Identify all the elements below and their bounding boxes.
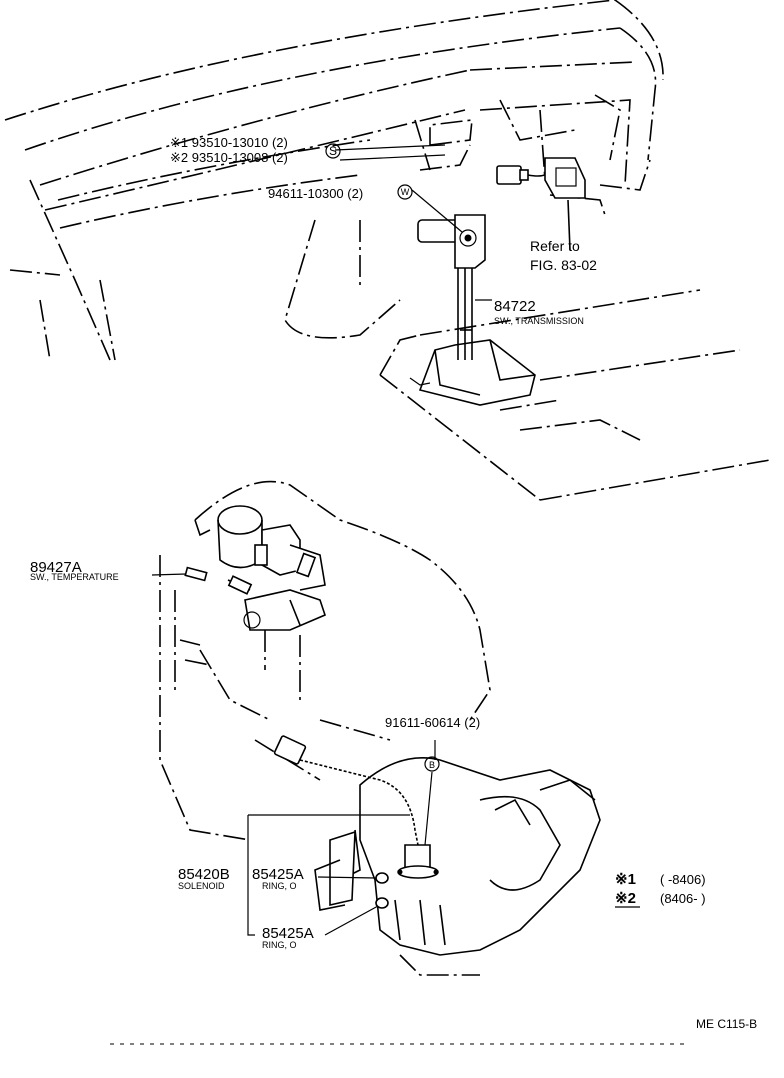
transmission-switch-drawing [417, 214, 486, 360]
legend-mark-1: ※1 [615, 871, 636, 888]
temp-switch-desc: SW., TEMPERATURE [30, 572, 119, 582]
trans-switch-part: 84722 [494, 298, 536, 315]
bolt-part: 91611-60614 (2) [385, 715, 480, 730]
legend-mark-2: ※2 [615, 890, 636, 907]
o-ring-a-desc: RING, O [262, 881, 297, 891]
temp-switch-part: 89427A [30, 559, 82, 576]
center-console [379, 289, 771, 501]
solenoid-part: 85420B [178, 866, 230, 883]
screw-part-1: ※1 93510-13010 (2) [170, 135, 288, 150]
screw-part-2: ※2 93510-13008 (2) [170, 150, 288, 165]
o-ring-a-part: 85425A [252, 866, 304, 883]
distributor-drawing [194, 505, 326, 631]
solenoid-harness [273, 735, 439, 879]
o-ring-b-part: 85425A [262, 925, 314, 942]
legend-range-1: ( -8406) [660, 872, 706, 887]
refer-line-1: Refer to [530, 238, 580, 254]
o-ring-b-desc: RING, O [262, 940, 297, 950]
screw-marker: S [329, 144, 337, 158]
bolt-marker-circle [424, 756, 440, 772]
o-ring-upper [375, 872, 389, 884]
refer-line-2: FIG. 83-02 [530, 257, 597, 273]
engine-outline [159, 480, 491, 841]
connector-drawing [496, 157, 586, 251]
bolt-marker: B [429, 760, 435, 770]
legend-range-2: (8406- ) [660, 891, 706, 906]
dashboard-outline [4, 0, 664, 361]
solenoid-desc: SOLENOID [178, 881, 225, 891]
washer-marker: W [401, 187, 410, 197]
figure-code: ME C115-B [696, 1017, 757, 1031]
trans-switch-desc: SW., TRANSMISSION [494, 316, 584, 326]
temperature-switch-drawing [184, 566, 253, 595]
o-ring-lower [375, 897, 389, 909]
transmission-drawing [314, 757, 601, 976]
washer-marker-circle [397, 184, 413, 200]
washer-part: 94611-10300 (2) [268, 186, 363, 201]
screw-marker-circle [325, 143, 341, 159]
